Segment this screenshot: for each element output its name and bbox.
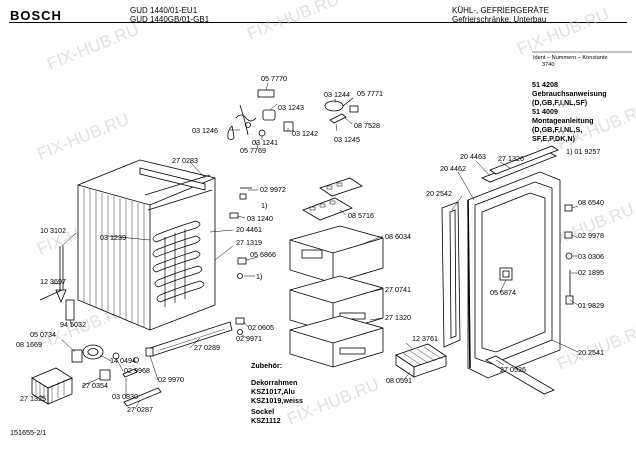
part-number: 03 1241 bbox=[252, 138, 278, 147]
part-number: 27 1325 bbox=[20, 394, 46, 403]
part-number: 08 6540 bbox=[578, 198, 604, 207]
drawing-layer bbox=[31, 82, 579, 410]
part-number: 20 4463 bbox=[460, 152, 486, 161]
part-number: 05 0734 bbox=[30, 330, 56, 339]
header-rule bbox=[9, 22, 627, 23]
part-number: 03 1244 bbox=[324, 90, 350, 99]
model-line-1: GUD 1440/01-EU1 bbox=[130, 6, 198, 15]
part-number: 03 1245 bbox=[334, 135, 360, 144]
ident-title: Ident – Nummern – Konstante bbox=[533, 55, 608, 61]
part-number: 03 1239 bbox=[100, 233, 126, 242]
freezer-cabinet-drawing bbox=[77, 159, 233, 357]
thermostat-parts-drawing bbox=[227, 89, 359, 140]
part-number: 03 0830 bbox=[112, 392, 138, 401]
part-number: 03 0306 bbox=[578, 252, 604, 261]
part-number: 02 9978 bbox=[578, 231, 604, 240]
accessory-line: Dekorrahmen bbox=[251, 378, 297, 387]
part-number: 27 0283 bbox=[172, 156, 198, 165]
doc-line: Montageanleitung bbox=[532, 116, 594, 125]
freezer-drawers-drawing bbox=[289, 225, 384, 368]
part-number: 03 1242 bbox=[292, 129, 318, 138]
part-number: 94 5032 bbox=[60, 320, 86, 329]
part-number: 27 1320 bbox=[385, 313, 411, 322]
watermark-text: FIX-HUB.RU bbox=[34, 110, 131, 164]
part-number: 27 0289 bbox=[194, 343, 220, 352]
part-number: 02 0605 bbox=[248, 323, 274, 332]
part-number: 05 6866 bbox=[250, 250, 276, 259]
category-line-2: Gefrierschränke, Unterbau bbox=[452, 15, 547, 24]
part-number: 14 0494 bbox=[110, 356, 136, 365]
part-number: 1) bbox=[261, 201, 267, 210]
doc-line: (D,GB,F,I,NL,S, bbox=[532, 125, 582, 134]
part-number: 02 1895 bbox=[578, 268, 604, 277]
page-code: 151655-2/1 bbox=[10, 428, 46, 437]
part-number: 05 7769 bbox=[240, 146, 266, 155]
model-line-2: GUD 1440GB/01-GB1 bbox=[130, 15, 210, 24]
part-number: 20 2541 bbox=[578, 348, 604, 357]
part-number: 27 1326 bbox=[498, 154, 524, 163]
part-number: 05 6874 bbox=[490, 288, 516, 297]
part-number: 05 7771 bbox=[357, 89, 383, 98]
watermark-text: FIX-HUB.RU bbox=[244, 0, 341, 44]
part-number: 08 5716 bbox=[348, 211, 374, 220]
part-labels: 05 7770 03 1244 05 7771 03 1243 03 1246 … bbox=[16, 74, 604, 414]
accessory-line: KSZ1112 bbox=[251, 416, 281, 425]
part-number: 20 4461 bbox=[236, 225, 262, 234]
accessories-title: Zubehör: bbox=[251, 361, 282, 370]
part-number: 27 0354 bbox=[82, 381, 108, 390]
ident-value: 3740 bbox=[542, 62, 554, 68]
part-number: 12 3761 bbox=[412, 334, 438, 343]
part-number: 27 0526 bbox=[500, 365, 526, 374]
part-number: 27 1319 bbox=[236, 238, 262, 247]
part-number: 03 1240 bbox=[247, 214, 273, 223]
part-number: 20 2542 bbox=[426, 189, 452, 198]
doc-line: SF,E,P,DK,N) bbox=[532, 134, 576, 143]
part-number: 05 7770 bbox=[261, 74, 287, 83]
footnote-text: 1) 01 9257 bbox=[566, 147, 600, 156]
part-number: 20 4462 bbox=[440, 164, 466, 173]
part-number: 02 9970 bbox=[158, 375, 184, 384]
part-number: 02 9971 bbox=[236, 334, 262, 343]
part-number: 03 1246 bbox=[192, 126, 218, 135]
category-line-1: KÜHL-, GEFRIERGERÄTE bbox=[452, 6, 549, 15]
part-number: 08 0591 bbox=[386, 376, 412, 385]
doc-line: (D,GB,F,I,NL,SF) bbox=[532, 98, 588, 107]
accessory-line: Sockel bbox=[251, 407, 274, 416]
watermark-text: FIX-HUB.RU bbox=[514, 5, 611, 59]
part-number: 10 3102 bbox=[40, 226, 66, 235]
part-number: 27 0741 bbox=[385, 285, 411, 294]
small-parts-drawing bbox=[31, 187, 252, 407]
leader-lines bbox=[39, 82, 579, 410]
part-number: 02 9968 bbox=[124, 366, 150, 375]
part-number: 01 9829 bbox=[578, 301, 604, 310]
accessory-line: KSZ1017,Alu bbox=[251, 387, 295, 396]
part-number: 12 3697 bbox=[40, 277, 66, 286]
freezer-door-drawing bbox=[441, 145, 574, 395]
doc-line: 51 4009 bbox=[532, 107, 558, 116]
part-number: 08 1669 bbox=[16, 340, 42, 349]
part-number: 08 7528 bbox=[354, 121, 380, 130]
ice-tray-drawing bbox=[302, 177, 363, 221]
part-number: 27 0287 bbox=[127, 405, 153, 414]
doc-line: Gebrauchsanweisung bbox=[532, 89, 607, 98]
doc-line: 51 4208 bbox=[532, 80, 558, 89]
accessory-line: KSZ1019,weiss bbox=[251, 396, 303, 405]
ice-cube-tray-drawing bbox=[395, 343, 447, 378]
part-number: 02 9972 bbox=[260, 185, 286, 194]
brand-logo-text: BOSCH bbox=[10, 8, 62, 23]
part-number: 08 6034 bbox=[385, 232, 411, 241]
part-number: 1) bbox=[256, 272, 262, 281]
watermark-text: FIX-HUB.RU bbox=[44, 20, 141, 74]
part-number: 03 1243 bbox=[278, 103, 304, 112]
